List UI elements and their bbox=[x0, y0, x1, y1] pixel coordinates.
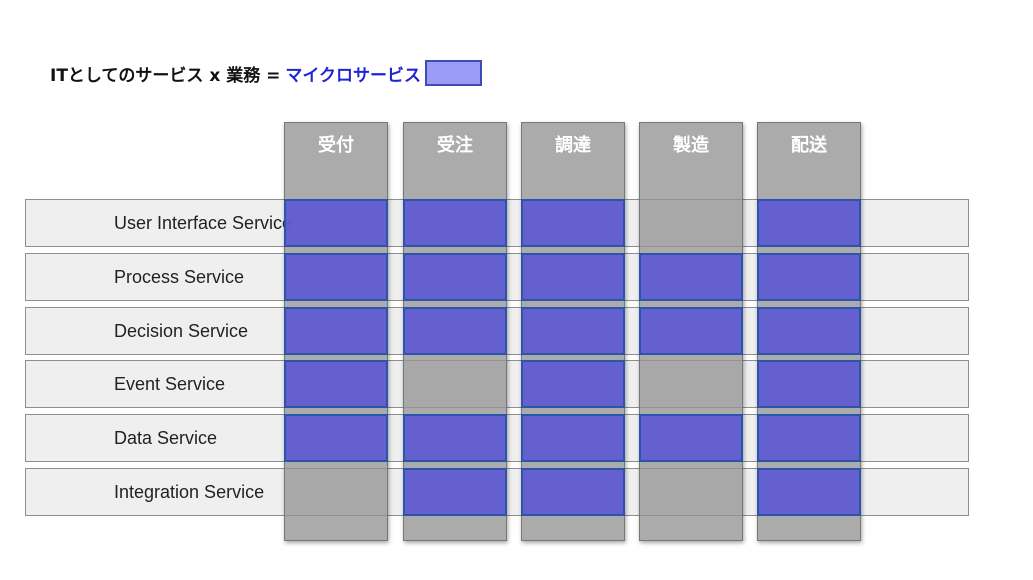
service-row-label: User Interface Service bbox=[114, 213, 293, 233]
business-column-label: 製造 bbox=[673, 135, 709, 156]
microservice-cell bbox=[403, 199, 507, 247]
microservice-cell bbox=[521, 253, 625, 301]
title-accent: マイクロサービス bbox=[285, 65, 422, 86]
microservice-cell bbox=[403, 307, 507, 355]
microservice-cell bbox=[757, 199, 861, 247]
microservice-cell bbox=[403, 468, 507, 516]
microservice-cell bbox=[757, 414, 861, 462]
service-row-label: Data Service bbox=[114, 428, 218, 448]
microservice-cell bbox=[521, 307, 625, 355]
microservice-cell bbox=[757, 253, 861, 301]
business-column-label: 配送 bbox=[791, 135, 827, 156]
microservice-cell bbox=[757, 468, 861, 516]
business-column-label: 受注 bbox=[437, 135, 473, 156]
microservice-cell bbox=[757, 307, 861, 355]
microservice-cell bbox=[639, 253, 743, 301]
business-column-label: 調達 bbox=[555, 135, 591, 156]
microservice-cell bbox=[284, 199, 388, 247]
service-row-label: Process Service bbox=[114, 267, 245, 287]
microservice-cell bbox=[639, 414, 743, 462]
service-row-label: Integration Service bbox=[114, 482, 265, 502]
microservice-cell bbox=[521, 360, 625, 408]
business-column-label: 受付 bbox=[318, 135, 354, 156]
legend-swatch bbox=[425, 60, 483, 86]
microservice-cell bbox=[757, 360, 861, 408]
service-row-label: Decision Service bbox=[114, 321, 249, 341]
microservice-cell bbox=[403, 414, 507, 462]
service-row-label: Event Service bbox=[114, 374, 226, 394]
microservice-cell bbox=[284, 253, 388, 301]
microservice-cell bbox=[521, 468, 625, 516]
title-main: ITとしてのサービス x 業務 = bbox=[50, 65, 281, 86]
page-title: ITとしてのサービス x 業務 = マイクロサービス bbox=[50, 58, 483, 88]
microservice-cell bbox=[521, 414, 625, 462]
microservice-cell bbox=[284, 414, 388, 462]
microservice-cell bbox=[521, 199, 625, 247]
microservice-cell bbox=[284, 307, 388, 355]
microservice-cell bbox=[284, 360, 388, 408]
microservice-cell bbox=[639, 307, 743, 355]
microservice-cell bbox=[403, 253, 507, 301]
